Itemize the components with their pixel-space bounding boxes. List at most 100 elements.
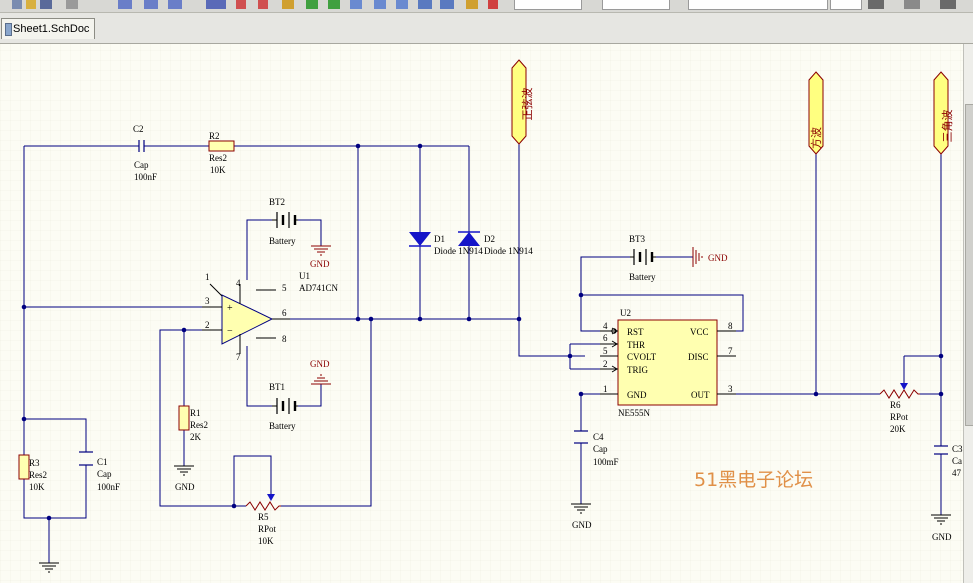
directive-icon[interactable] <box>396 0 408 9</box>
r1-type: Res2 <box>190 420 208 430</box>
r5-designator: R5 <box>258 512 269 522</box>
filter-dropdown-2[interactable] <box>602 0 670 10</box>
probe-icon[interactable] <box>440 0 454 9</box>
gnd-c4-label: GND <box>572 520 592 530</box>
print-icon[interactable] <box>66 0 78 9</box>
u2-type: NE555N <box>618 408 650 418</box>
u2-pin-6: 6 <box>603 333 608 343</box>
gnd-c3-label: GND <box>932 532 952 542</box>
move-icon[interactable] <box>940 0 956 9</box>
d2-type: Diode 1N914 <box>484 246 533 256</box>
battery-bt2[interactable]: BT2 Battery <box>269 197 298 246</box>
schematic-canvas[interactable]: + − 1 3 2 4 7 5 6 8 U1 AD741CN C2 Cap 10… <box>0 44 963 583</box>
gnd-bt2-label: GND <box>310 259 330 269</box>
potentiometer-r5[interactable]: R5 RPot 10K <box>245 494 281 546</box>
net-label-icon[interactable] <box>206 0 226 9</box>
r2-designator: R2 <box>209 131 220 141</box>
capacitor-c1[interactable]: C1 Cap 100nF <box>79 451 120 492</box>
filter-dropdown-1[interactable] <box>514 0 582 10</box>
opamp-minus-sign: − <box>227 326 233 337</box>
gnd-port-icon[interactable] <box>236 0 246 9</box>
resistor-r1[interactable]: R1 Res2 2K <box>178 405 208 442</box>
u1-pin-8: 8 <box>282 334 287 344</box>
u2-pin-5: 5 <box>603 346 608 356</box>
port-tool-icon[interactable] <box>350 0 362 9</box>
r1-designator: R1 <box>190 408 201 418</box>
bt2-type: Battery <box>269 236 296 246</box>
port-triangle[interactable]: 三角波 <box>933 71 954 155</box>
save-all-icon[interactable] <box>40 0 52 9</box>
watermark: 51黑电子论坛 <box>694 469 813 491</box>
document-tab[interactable]: Sheet1.SchDoc <box>1 18 96 39</box>
diode-d2[interactable]: D2 Diode 1N914 <box>458 231 533 256</box>
potentiometer-r6[interactable]: R6 RPot 20K <box>879 383 920 434</box>
port-sine-label: 正弦波 <box>520 88 534 121</box>
toolbar <box>0 0 973 13</box>
u1-designator: U1 <box>299 271 310 281</box>
grid-icon[interactable] <box>904 0 920 9</box>
vcc-port-icon[interactable] <box>258 0 268 9</box>
r1-value: 2K <box>190 432 202 442</box>
opamp-u1[interactable]: + − 1 3 2 4 7 5 6 8 U1 AD741CN <box>202 271 339 362</box>
battery-bt1[interactable]: BT1 Battery <box>269 382 298 431</box>
rect-tool-icon[interactable] <box>374 0 386 9</box>
filter-dropdown-4[interactable] <box>830 0 862 10</box>
diode-d1[interactable]: D1 Diode 1N914 <box>409 232 483 256</box>
c2-value: 100nF <box>134 172 157 182</box>
sheet-symbol-icon[interactable] <box>306 0 318 9</box>
sheet-entry-icon[interactable] <box>328 0 340 9</box>
delete-icon[interactable] <box>488 0 498 9</box>
part-icon[interactable] <box>282 0 294 9</box>
u2-pin-name-trig: TRIG <box>627 365 648 375</box>
battery-bt3[interactable]: BT3 Battery <box>629 234 656 282</box>
bt3-type: Battery <box>629 272 656 282</box>
u2-pin-1: 1 <box>603 384 608 394</box>
u2-pin-name-disc: DISC <box>688 352 709 362</box>
bus-tool-icon[interactable] <box>144 0 158 9</box>
u1-pin-5: 5 <box>282 283 287 293</box>
u2-pin-8: 8 <box>728 321 733 331</box>
align-icon[interactable] <box>868 0 884 9</box>
u2-designator: U2 <box>620 308 631 318</box>
open-icon[interactable] <box>26 0 36 9</box>
capacitor-c2[interactable]: C2 Cap 100nF <box>133 124 157 182</box>
u1-pin-4: 4 <box>236 278 241 288</box>
gnd-bt3: GND <box>692 247 728 267</box>
c2-type: Cap <box>134 160 149 170</box>
bt1-type: Battery <box>269 421 296 431</box>
port-square[interactable]: 方波 <box>808 71 824 155</box>
wires <box>23 144 942 563</box>
u1-pin-7: 7 <box>236 352 241 362</box>
d1-designator: D1 <box>434 234 445 244</box>
capacitor-c3[interactable]: C3 Ca 47 <box>934 444 963 478</box>
r6-designator: R6 <box>890 400 901 410</box>
u2-pin-name-gnd: GND <box>627 390 647 400</box>
u2-pin-2: 2 <box>603 359 608 369</box>
r5-value: 10K <box>258 536 274 546</box>
scrollbar-thumb[interactable] <box>965 104 973 426</box>
u1-type: AD741CN <box>299 283 339 293</box>
edit-icon[interactable] <box>466 0 478 9</box>
harness-icon[interactable] <box>418 0 432 9</box>
d2-designator: D2 <box>484 234 495 244</box>
resistor-r2[interactable]: R2 Res2 10K <box>208 131 235 175</box>
u2-pin-name-vcc: VCC <box>690 327 709 337</box>
resistor-r3[interactable]: R3 Res2 10K <box>18 454 47 492</box>
save-icon[interactable] <box>12 0 22 9</box>
document-tab-label: Sheet1.SchDoc <box>13 23 90 35</box>
vertical-scrollbar[interactable] <box>963 44 973 583</box>
u2-pin-7: 7 <box>728 346 733 356</box>
gnd-bt2: GND <box>310 245 331 269</box>
bus-entry-icon[interactable] <box>168 0 182 9</box>
u1-pin-1: 1 <box>205 272 210 282</box>
wire-tool-icon[interactable] <box>118 0 132 9</box>
r6-value: 20K <box>890 424 906 434</box>
c1-value: 100nF <box>97 482 120 492</box>
capacitor-c4[interactable]: C4 Cap 100mF <box>574 430 619 467</box>
filter-dropdown-3[interactable] <box>688 0 828 10</box>
timer-u2[interactable]: U2 NE555N RST THR CVOLT TRIG GND VCC DIS… <box>600 308 736 418</box>
u1-pin-3: 3 <box>205 296 210 306</box>
gnd-r1-label: GND <box>175 482 195 492</box>
r5-type: RPot <box>258 524 277 534</box>
port-sine[interactable]: 正弦波 <box>511 59 534 145</box>
